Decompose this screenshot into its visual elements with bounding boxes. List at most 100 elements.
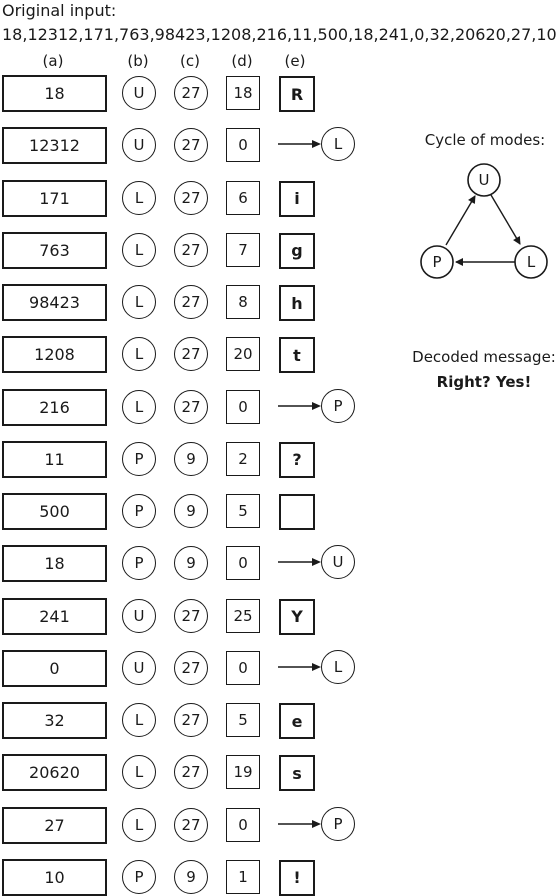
- remainder-box: 0: [226, 650, 260, 685]
- table-row: 241 U 27 25 Y: [0, 597, 360, 635]
- arrow-head: [312, 819, 321, 828]
- arrow-head: [312, 558, 321, 567]
- decoded-char-box: i: [279, 180, 315, 217]
- mode-node-u: [467, 163, 501, 197]
- mode-circle: L: [122, 337, 156, 372]
- input-value-box: 32: [2, 702, 107, 739]
- input-value-box: 1208: [2, 336, 107, 374]
- remainder-box: 2: [226, 441, 260, 476]
- new-mode-circle: U: [321, 545, 355, 580]
- new-mode-circle: L: [321, 649, 355, 684]
- remainder-box: 25: [226, 598, 260, 633]
- mode-switch-arrow: [278, 558, 321, 567]
- cycle-arrow-p-to-u: [445, 195, 476, 246]
- modulus-circle: 27: [174, 755, 208, 790]
- modulus-circle: 27: [174, 128, 208, 163]
- modulus-circle: 9: [174, 494, 208, 528]
- decoded-char-box: t: [279, 337, 315, 374]
- modulus-circle: 27: [174, 389, 208, 424]
- remainder-box: 0: [226, 807, 260, 842]
- cycle-arrow-u-to-l: [490, 194, 521, 245]
- remainder-box: 1: [226, 859, 260, 894]
- mode-switch-arrow: [278, 662, 321, 671]
- modulus-circle: 27: [174, 650, 208, 685]
- mode-circle: L: [122, 755, 156, 790]
- remainder-box: 18: [226, 76, 260, 110]
- mode-circle: L: [122, 232, 156, 267]
- remainder-box: 0: [226, 546, 260, 581]
- mode-circle: P: [122, 859, 156, 894]
- remainder-box: 20: [226, 337, 260, 372]
- input-value-box: 18: [2, 545, 107, 583]
- input-value-box: 27: [2, 806, 107, 844]
- decoded-char-box: h: [279, 285, 315, 321]
- remainder-box: 5: [226, 494, 260, 528]
- decoded-char-box: [279, 494, 315, 530]
- modulus-circle: 27: [174, 337, 208, 372]
- column-header-a: (a): [42, 52, 64, 70]
- mode-circle: U: [122, 76, 156, 110]
- remainder-box: 8: [226, 285, 260, 319]
- decoded-char-box: g: [279, 232, 315, 269]
- modulus-circle: 27: [174, 76, 208, 110]
- column-header-d: (d): [231, 52, 253, 70]
- modulus-circle: 27: [174, 807, 208, 842]
- arrow-head: [312, 662, 321, 671]
- remainder-box: 5: [226, 703, 260, 737]
- mode-circle: U: [122, 598, 156, 633]
- remainder-box: 6: [226, 180, 260, 215]
- mode-switch-arrow: [278, 401, 321, 410]
- input-value-box: 241: [2, 597, 107, 635]
- modulus-circle: 27: [174, 285, 208, 319]
- column-header-c: (c): [180, 52, 200, 70]
- column-header-b: (b): [127, 52, 149, 70]
- modulus-circle: 9: [174, 441, 208, 476]
- mode-circle: L: [122, 180, 156, 215]
- remainder-box: 0: [226, 128, 260, 163]
- input-value-box: 98423: [2, 284, 107, 321]
- input-value-box: 10: [2, 858, 107, 896]
- mode-label-p: P: [432, 253, 441, 271]
- mode-circle: L: [122, 285, 156, 319]
- mode-switch-arrow: [278, 140, 321, 149]
- modulus-circle: 27: [174, 180, 208, 215]
- input-value-box: 11: [2, 440, 107, 478]
- original-input: 18,12312,171,763,98423,1208,216,11,500,1…: [2, 25, 557, 44]
- mode-circle: L: [122, 703, 156, 737]
- arrow-head: [312, 401, 321, 410]
- decoded-message: Right? Yes!: [436, 373, 532, 391]
- new-mode-circle: P: [321, 388, 355, 423]
- input-value-box: 12312: [2, 127, 107, 165]
- decoded-char-box: Y: [279, 598, 315, 635]
- header-title: Original input:: [2, 1, 117, 20]
- mode-label-l: L: [527, 253, 536, 271]
- mode-circle: P: [122, 441, 156, 476]
- cycle-title: Cycle of modes:: [424, 131, 546, 149]
- decoded-char-box: ?: [279, 441, 315, 478]
- remainder-box: 19: [226, 755, 260, 790]
- modulus-circle: 27: [174, 598, 208, 633]
- table-row: 1208 L 27 20 t: [0, 336, 360, 374]
- modulus-circle: 9: [174, 546, 208, 581]
- mode-node-p: [420, 245, 454, 279]
- new-mode-circle: L: [321, 127, 355, 162]
- mode-switch-arrow: [278, 819, 321, 828]
- mode-node-l: [514, 245, 548, 279]
- input-value-box: 0: [2, 649, 107, 687]
- modulus-circle: 9: [174, 859, 208, 894]
- input-value-box: 18: [2, 75, 107, 112]
- new-mode-circle: P: [321, 806, 355, 841]
- decoded-title: Decoded message:: [412, 348, 556, 366]
- decoded-char-box: s: [279, 755, 315, 792]
